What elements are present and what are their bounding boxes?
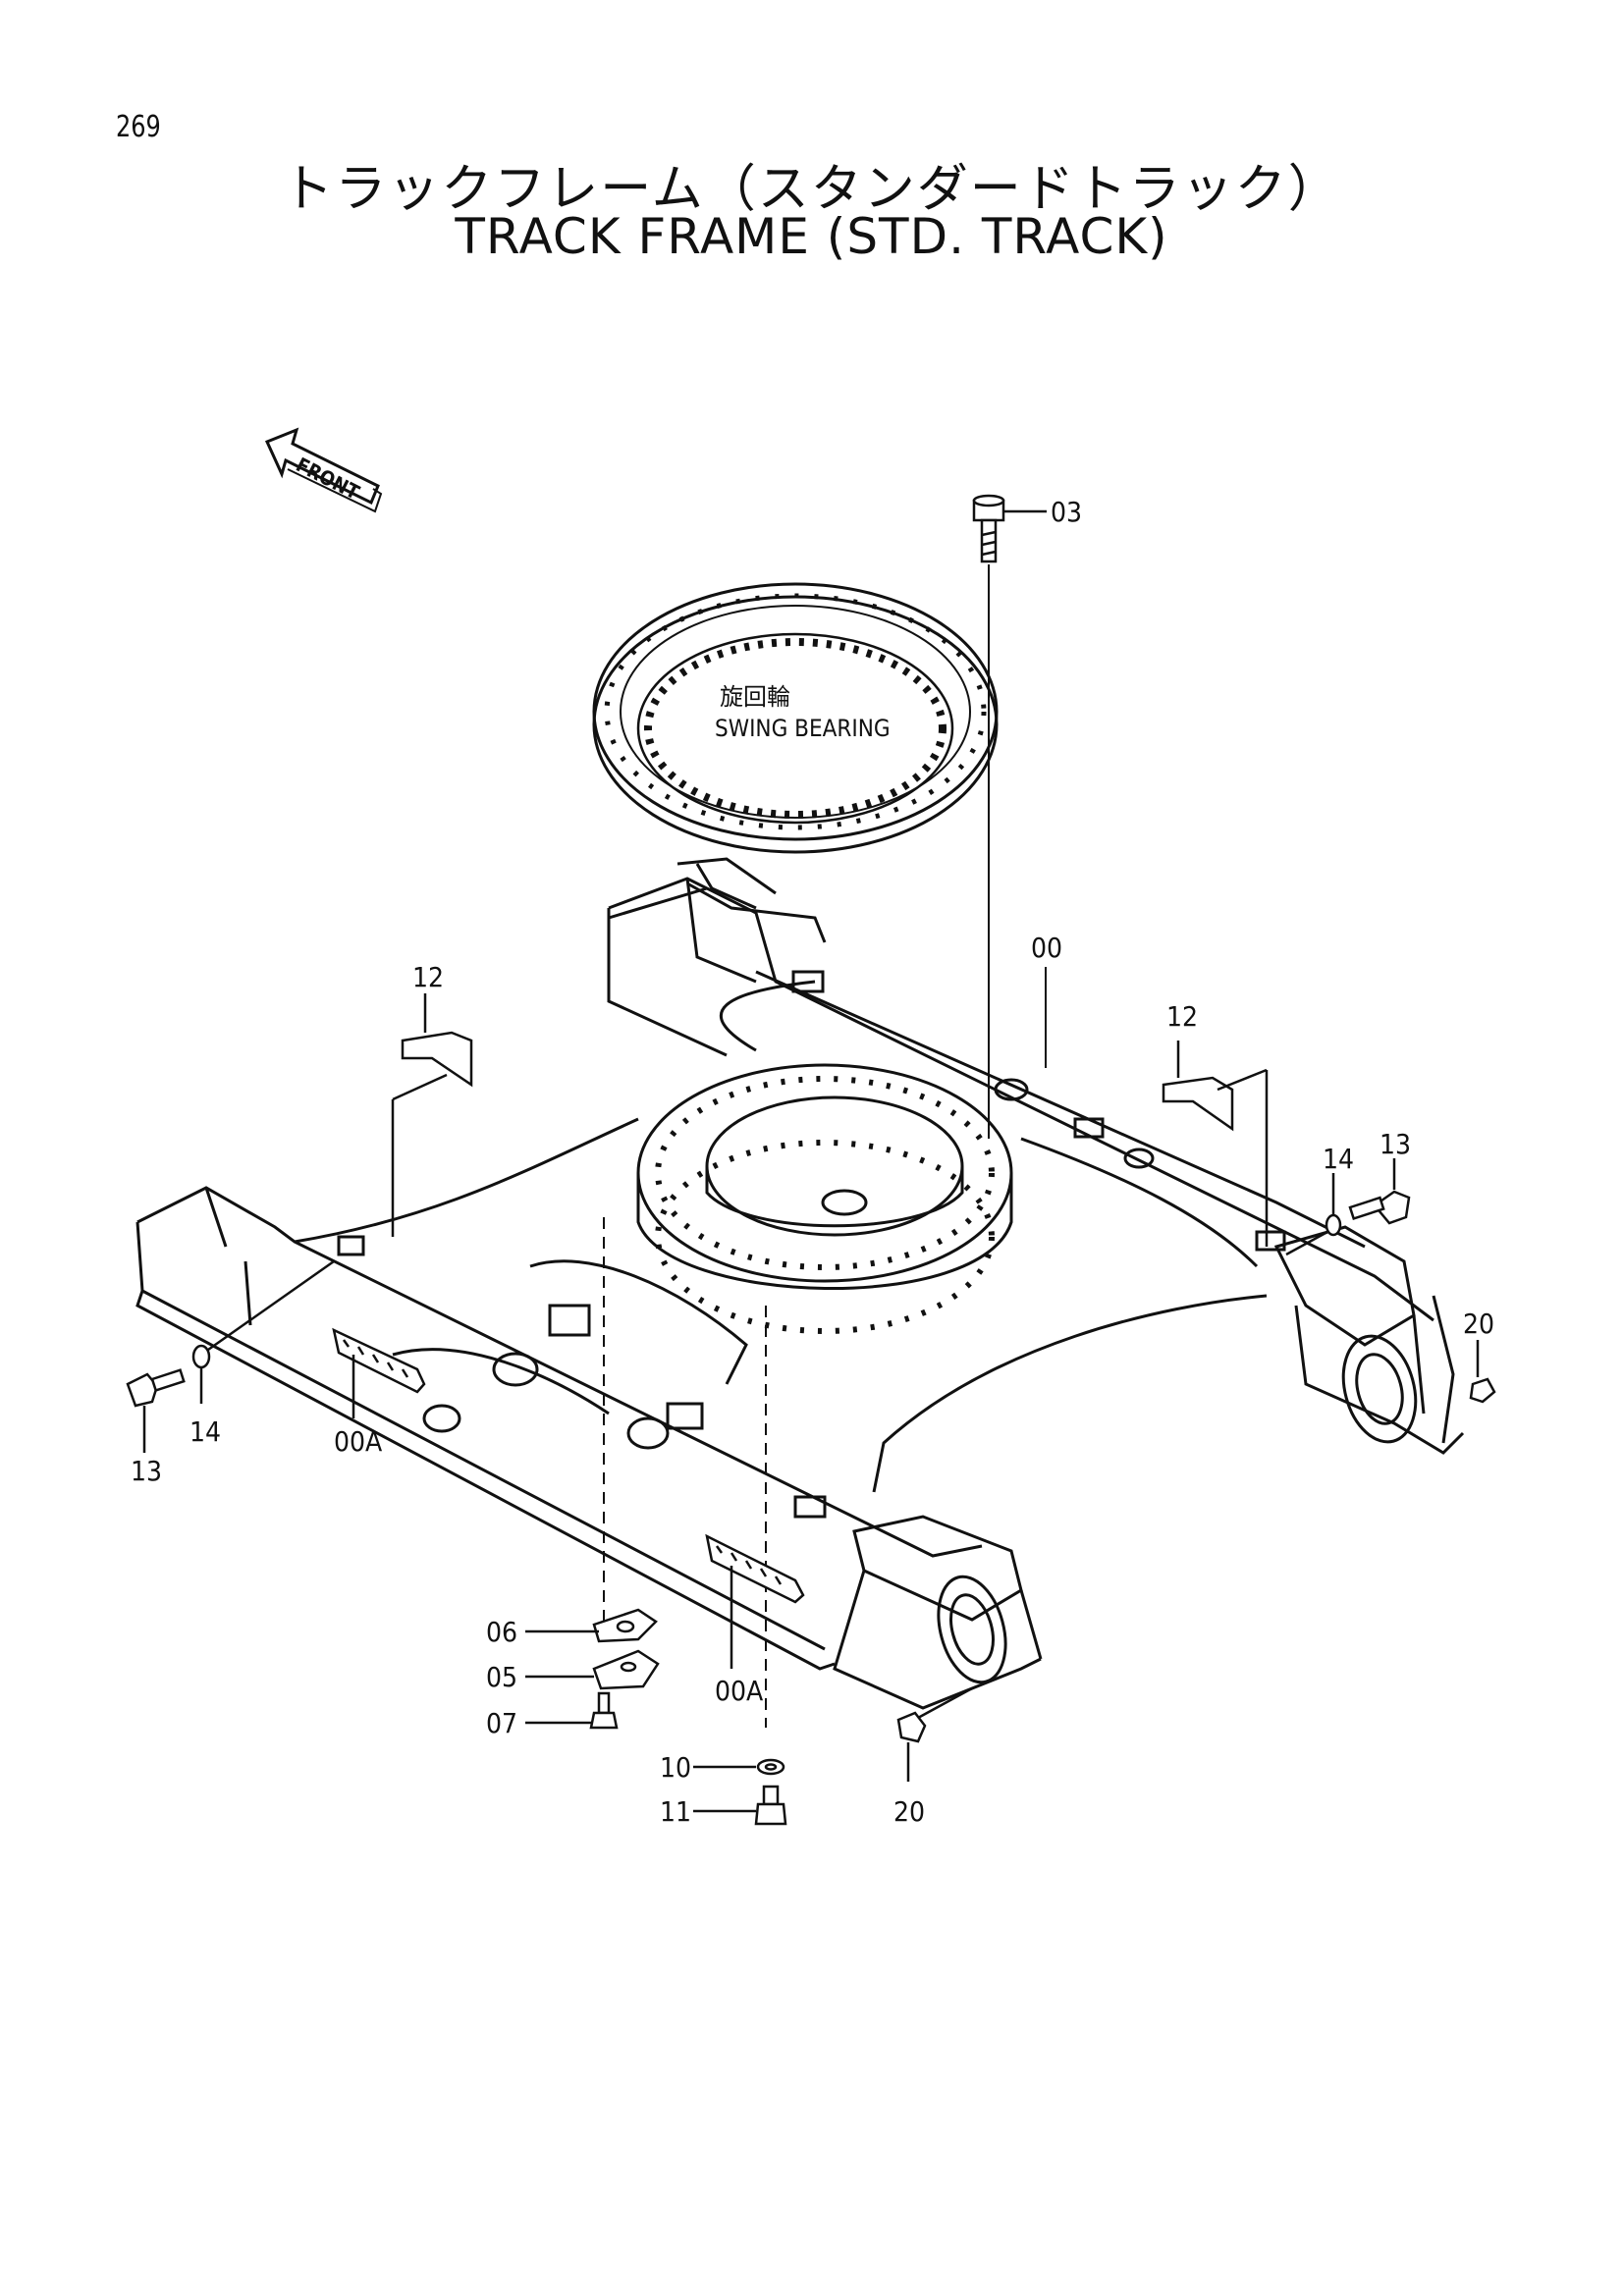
bolt-07	[525, 1691, 619, 1730]
callout-03: 03	[1051, 496, 1082, 528]
leader-lines	[603, 1217, 767, 1728]
bolt-13-left	[126, 1368, 186, 1453]
swing-bearing-label-en: SWING BEARING	[715, 715, 891, 742]
plate-05	[525, 1649, 660, 1690]
bolt-11	[693, 1785, 787, 1826]
swing-bearing-label-jp: 旋回輪	[720, 683, 790, 711]
callout-12-right: 12	[1166, 1000, 1198, 1033]
callout-20-right: 20	[1463, 1308, 1494, 1340]
callout-06: 06	[486, 1616, 517, 1648]
callout-00: 00	[1031, 932, 1062, 964]
callout-10: 10	[660, 1751, 691, 1784]
page-number: 269	[116, 110, 161, 144]
bolt-03	[972, 494, 1047, 1139]
bracket-12-right	[1162, 1041, 1269, 1247]
step-00A-left	[332, 1327, 426, 1418]
callout-11: 11	[660, 1795, 691, 1828]
callout-12-left: 12	[412, 961, 444, 993]
title-japanese: トラックフレーム（スタンダードトラック）	[282, 160, 1341, 219]
callout-14-left: 14	[189, 1415, 221, 1448]
cap-20-bottom	[896, 1686, 973, 1782]
plate-06	[525, 1608, 658, 1643]
center-race	[636, 1063, 1013, 1334]
callout-20-bottom: 20	[893, 1795, 925, 1828]
bracket-12-left	[391, 993, 473, 1237]
title-english: TRACK FRAME (STD. TRACK)	[455, 208, 1168, 265]
callout-05: 05	[486, 1661, 517, 1693]
bolt-13-right	[1348, 1158, 1411, 1225]
swing-bearing: 旋回輪 SWING BEARING	[592, 582, 999, 854]
callout-00A-center: 00A	[715, 1675, 764, 1707]
callout-14-right: 14	[1323, 1143, 1354, 1175]
washer-14-right	[1285, 1173, 1342, 1256]
washer-10	[693, 1758, 785, 1776]
callout-13-left: 13	[131, 1455, 162, 1487]
callout-07: 07	[486, 1707, 517, 1739]
track-frame	[135, 857, 1465, 1710]
washer-14-left	[191, 1259, 335, 1404]
step-00A-center	[705, 1533, 805, 1669]
callout-13-right: 13	[1380, 1128, 1411, 1160]
front-arrow-icon: FRONT	[264, 427, 383, 513]
cap-20-right	[1469, 1340, 1496, 1404]
callout-00A-left: 00A	[334, 1425, 383, 1458]
